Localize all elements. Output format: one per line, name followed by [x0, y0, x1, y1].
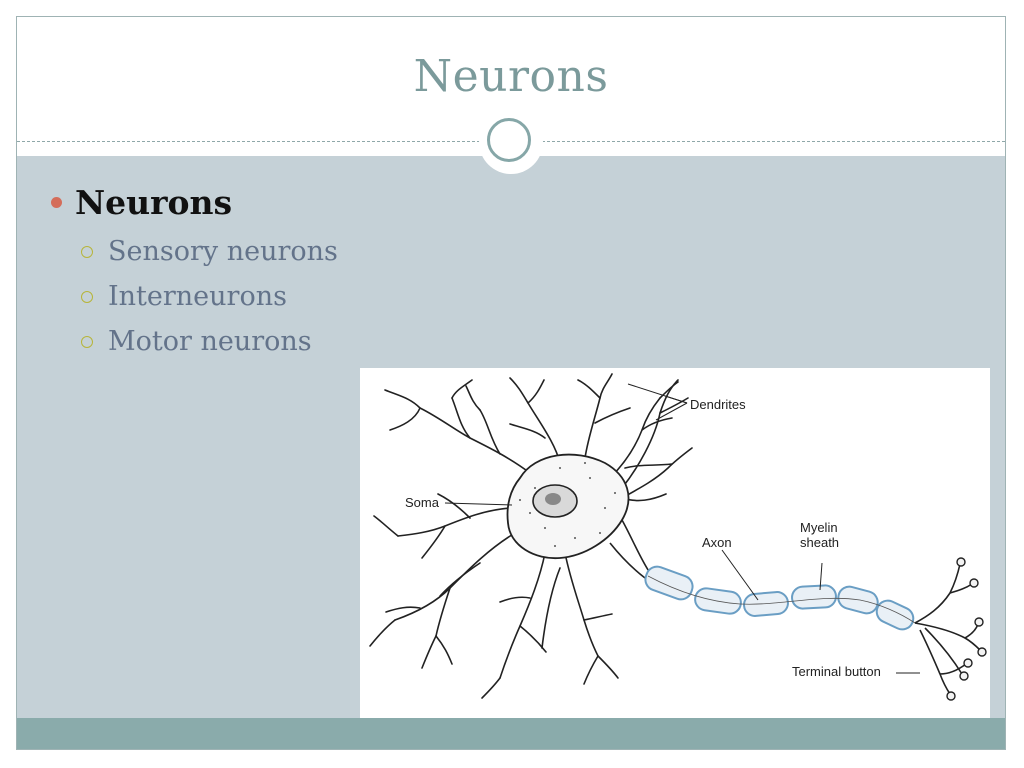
axon-hillock: [609, 542, 646, 579]
sub-bullet-text: Sensory neurons: [108, 236, 338, 267]
slide-frame: Neurons Neurons Sensory neurons Interneu…: [16, 16, 1006, 750]
myelin-segments: [644, 565, 915, 631]
soma-stipple: [519, 462, 616, 547]
label-soma: Soma: [405, 495, 439, 510]
sub-bullet-item: Sensory neurons: [81, 229, 338, 274]
neuron-illustration: [369, 373, 987, 701]
neuron-diagram: Dendrites Soma Axon Myelin sheath Termin…: [360, 368, 990, 718]
sub-bullet-list: Sensory neurons Interneurons Motor neuro…: [81, 229, 338, 364]
sub-bullet-item: Motor neurons: [81, 319, 338, 364]
footer-bar: [17, 718, 1005, 749]
terminal-buttons: [946, 557, 987, 701]
label-leaders: [444, 383, 920, 674]
sub-bullet-text: Interneurons: [108, 281, 287, 312]
axon-core: [647, 575, 916, 624]
bullet-item-neurons: Neurons: [51, 179, 338, 225]
sub-bullet-ring-icon: [81, 290, 93, 303]
label-axon: Axon: [702, 535, 732, 550]
sub-bullet-item: Interneurons: [81, 274, 338, 319]
bullet-text: Neurons: [75, 182, 233, 222]
label-myelin-line1: Myelin: [800, 520, 838, 535]
divider-circle-icon: [487, 118, 531, 162]
label-dendrites: Dendrites: [690, 397, 746, 412]
nucleolus: [545, 493, 561, 505]
bullet-dot-icon: [51, 196, 62, 208]
label-terminal-button: Terminal button: [792, 664, 881, 679]
slide-title: Neurons: [413, 51, 609, 102]
sub-bullet-ring-icon: [81, 335, 93, 348]
label-myelin-line2: sheath: [800, 535, 840, 550]
dendrite-branches: [369, 373, 693, 699]
sub-bullet-text: Motor neurons: [108, 326, 312, 357]
bullet-list: Neurons Sensory neurons Interneurons Mot…: [51, 179, 338, 364]
sub-bullet-ring-icon: [81, 245, 93, 258]
